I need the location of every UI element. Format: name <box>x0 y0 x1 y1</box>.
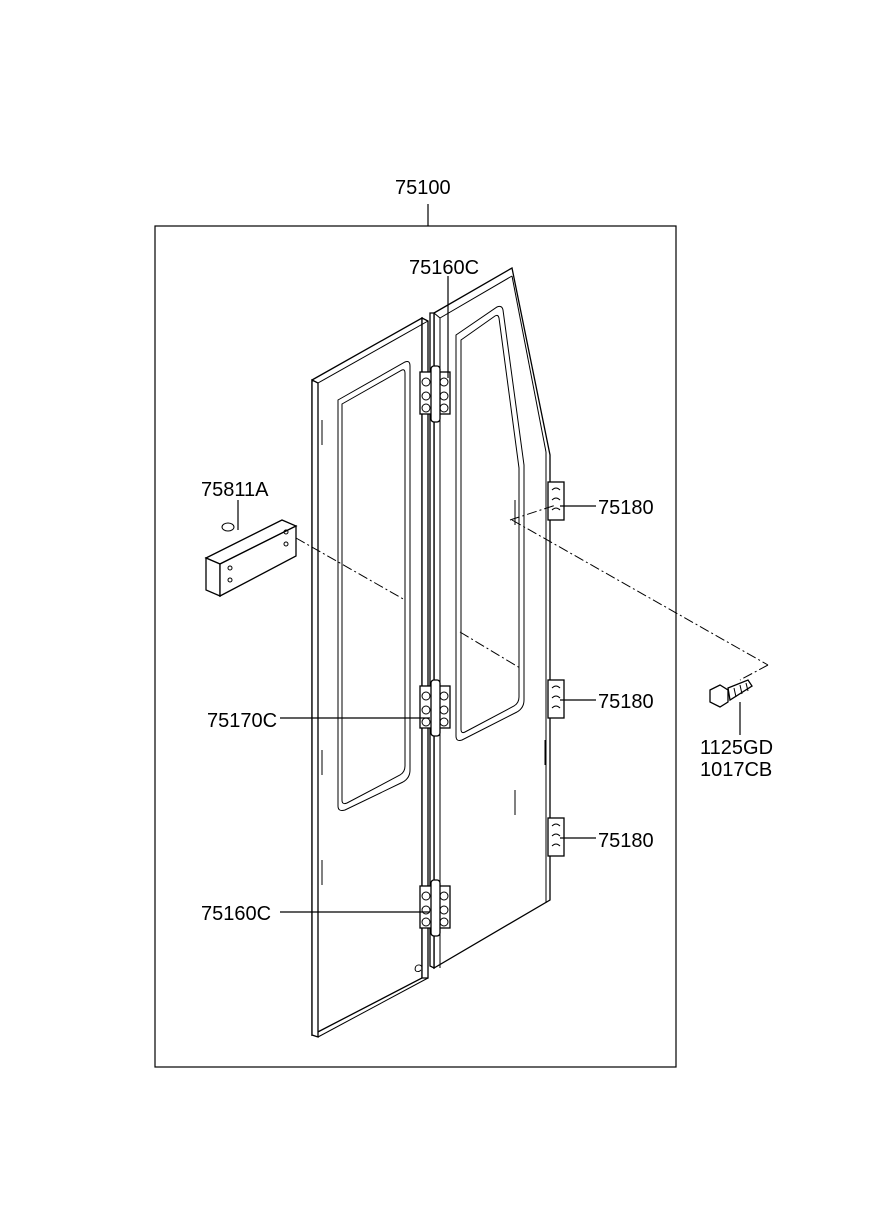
bolt-part <box>709 679 753 708</box>
hinge-bottom <box>419 879 451 937</box>
bracket-guide-1 <box>295 537 406 601</box>
label-hinge-top: 75160C <box>409 257 479 279</box>
striker-1 <box>547 481 565 521</box>
label-hinge-bottom: 75160C <box>201 903 271 925</box>
label-bolt-2: 1017CB <box>700 759 772 781</box>
hinge-middle <box>419 679 451 737</box>
label-mark-c: C <box>414 963 422 975</box>
right-door-window <box>455 305 525 741</box>
label-striker-2: 75180 <box>598 691 654 713</box>
bracket-part <box>204 519 298 598</box>
bolt-guide-1 <box>511 519 769 666</box>
label-bolt-1: 1125GD <box>700 737 773 759</box>
label-striker-1: 75180 <box>598 497 654 519</box>
hinge-top <box>419 365 451 423</box>
bolt-guide-2 <box>739 664 769 681</box>
striker-2 <box>547 679 565 719</box>
label-hinge-middle: 75170C <box>207 710 277 732</box>
left-door <box>311 316 429 1038</box>
label-bracket: 75811A <box>201 479 269 501</box>
striker-3 <box>547 817 565 857</box>
bracket-guide-2 <box>459 631 521 669</box>
right-door <box>429 266 551 970</box>
label-striker-3: 75180 <box>598 830 654 852</box>
assembly-frame <box>154 225 677 1068</box>
striker-guide <box>509 504 557 521</box>
left-door-window <box>337 361 411 811</box>
label-assembly: 75100 <box>395 177 451 199</box>
